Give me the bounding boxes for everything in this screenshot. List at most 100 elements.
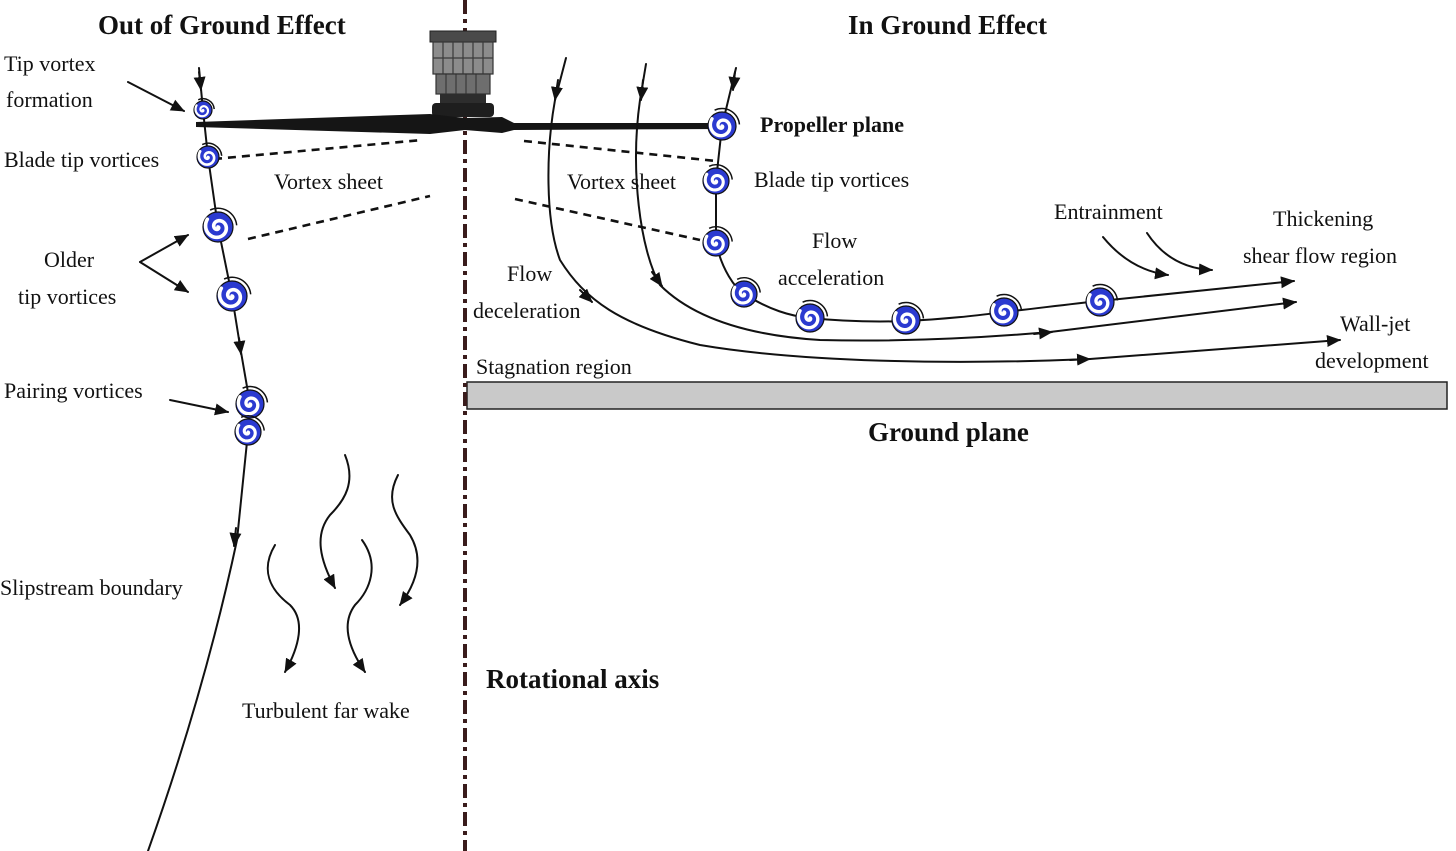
acceleration-streamline	[635, 63, 1297, 342]
vortex-spiral-gap	[217, 286, 243, 309]
acceleration-arrow-bend	[649, 271, 663, 287]
ground-plane-surface	[466, 381, 1448, 410]
older-tip-vortex-1	[202, 207, 238, 243]
slipstream-arrow-top	[193, 71, 206, 91]
label-pairing-vortices: Pairing vortices	[4, 378, 143, 403]
vortex-sheet-dashed-right-upper	[523, 139, 717, 163]
title-in-ground-effect: In Ground Effect	[848, 10, 1047, 40]
label-vortex-sheet-left: Vortex sheet	[274, 169, 383, 194]
wall-jet-arrow-top	[550, 79, 563, 101]
older-vortex-pointer-lower	[139, 261, 189, 293]
vortex-tail-arc	[898, 301, 925, 319]
label-flow-deceleration-line2: deceleration	[473, 298, 581, 323]
vortex-spiral-gap	[194, 104, 210, 118]
label-wall-jet-line1: Wall-jet	[1340, 311, 1410, 336]
blade-tip-vortex-right-1	[702, 164, 733, 195]
motor-top-cap	[429, 30, 497, 43]
shear-flow-arrow-top	[728, 71, 741, 91]
vortex-spiral-gap	[236, 395, 260, 416]
vortex-tail-arc	[209, 207, 238, 226]
label-wall-jet-line2: development	[1315, 348, 1429, 373]
vortex-spiral-gap	[703, 172, 725, 192]
vortex-spiral-gap	[197, 149, 216, 166]
label-propeller-plane: Propeller plane	[760, 112, 904, 137]
vortex-spiral-gap	[235, 423, 257, 443]
vortex-tail-arc	[736, 277, 761, 293]
slipstream-arrow-middle	[233, 337, 246, 355]
vortex-spiral-gap	[796, 309, 820, 330]
vortex-spiral-gap	[708, 117, 732, 138]
motor-lower-body	[435, 73, 491, 95]
vortex-sheet-dashed-right-lower	[514, 197, 701, 242]
vortex-sheet-dashed-left-upper	[213, 138, 423, 161]
vortex-tail-arc	[240, 415, 265, 431]
vortex-tail-arc	[708, 226, 733, 242]
label-vortex-sheet-right: Vortex sheet	[567, 169, 676, 194]
shear-layer-vortex-1	[730, 277, 761, 308]
propeller-plane-tip-vortex	[707, 107, 741, 141]
shear-layer-vortex-2	[795, 299, 829, 333]
vortex-tail-arc	[242, 385, 269, 403]
label-rotational-axis: Rotational axis	[486, 664, 659, 694]
shear-layer-vortex-5	[1085, 283, 1119, 317]
vortex-spiral-gap	[990, 303, 1014, 324]
motor-lower-stripes	[445, 74, 477, 94]
vortex-spiral-gap	[892, 311, 916, 332]
label-older-tip-vortices-line2: tip vortices	[18, 284, 116, 309]
wall-jet-arrow-middle	[1069, 353, 1091, 366]
vortex-tail-arc	[223, 276, 252, 295]
label-flow-deceleration-line1: Flow	[507, 261, 552, 286]
vortex-spiral-gap	[1086, 293, 1110, 314]
shear-layer-vortex-4	[989, 293, 1023, 327]
pairing-vortex-1	[235, 385, 269, 419]
deceleration-arrow	[578, 288, 593, 303]
label-turbulent-far-wake: Turbulent far wake	[242, 698, 410, 723]
blade-tip-vortex-right-2	[702, 226, 733, 257]
wake-wavy-arrow-4	[391, 474, 419, 606]
vortex-tail-arc	[802, 299, 829, 317]
vortex-sheet-dashed-left-lower	[247, 194, 431, 241]
vortex-tail-arc	[708, 164, 733, 180]
vortex-tail-arc	[201, 142, 223, 156]
vortex-tail-arc	[1092, 283, 1119, 301]
older-tip-vortex-2	[216, 276, 252, 312]
wake-wavy-arrow-3	[266, 544, 301, 673]
label-flow-acceleration-line1: Flow	[812, 228, 857, 253]
shear-layer-vortex-3	[891, 301, 925, 335]
vortex-tail-arc	[714, 107, 741, 125]
vortex-tail-arc	[197, 98, 215, 110]
older-vortex-pointer-upper	[139, 234, 189, 263]
label-tip-vortex-formation-line2: formation	[6, 87, 93, 112]
entrainment-arrow-2	[1146, 232, 1213, 276]
pairing-vortex-2	[234, 415, 265, 446]
label-flow-acceleration-line2: acceleration	[778, 265, 884, 290]
tip-vortex-formation-pointer	[127, 81, 185, 112]
vortex-spiral-gap	[203, 217, 229, 240]
label-blade-tip-vortices-right: Blade tip vortices	[754, 167, 909, 192]
wake-wavy-arrow-1	[319, 454, 351, 589]
label-ground-plane: Ground plane	[868, 417, 1029, 447]
vortex-tail-arc	[996, 293, 1023, 311]
label-slipstream-boundary: Slipstream boundary	[0, 575, 183, 600]
entrainment-arrow-1	[1102, 236, 1169, 280]
tip-vortex-formation-spiral	[193, 98, 215, 120]
label-entrainment: Entrainment	[1054, 199, 1163, 224]
label-older-tip-vortices-line1: Older	[44, 247, 95, 272]
wake-wavy-arrow-2	[346, 539, 373, 673]
slipstream-arrow-lower	[229, 527, 242, 547]
label-thickening-line1: Thickening	[1273, 206, 1373, 231]
propeller-blade-right	[465, 117, 722, 133]
slipstream-boundary-line	[147, 67, 251, 851]
motor-hub	[432, 103, 494, 117]
label-thickening-line2: shear flow region	[1243, 243, 1397, 268]
propeller-motor-icon	[429, 30, 497, 117]
acceleration-arrow-top	[636, 79, 649, 101]
acceleration-arrow-middle	[1033, 327, 1053, 340]
blade-tip-vortex-left	[196, 142, 223, 169]
vortex-spirals	[193, 98, 1119, 446]
label-stagnation-region: Stagnation region	[476, 354, 632, 379]
vortex-spiral-gap	[703, 234, 725, 254]
propeller-blade-left	[196, 114, 465, 134]
title-out-of-ground-effect: Out of Ground Effect	[98, 10, 346, 40]
